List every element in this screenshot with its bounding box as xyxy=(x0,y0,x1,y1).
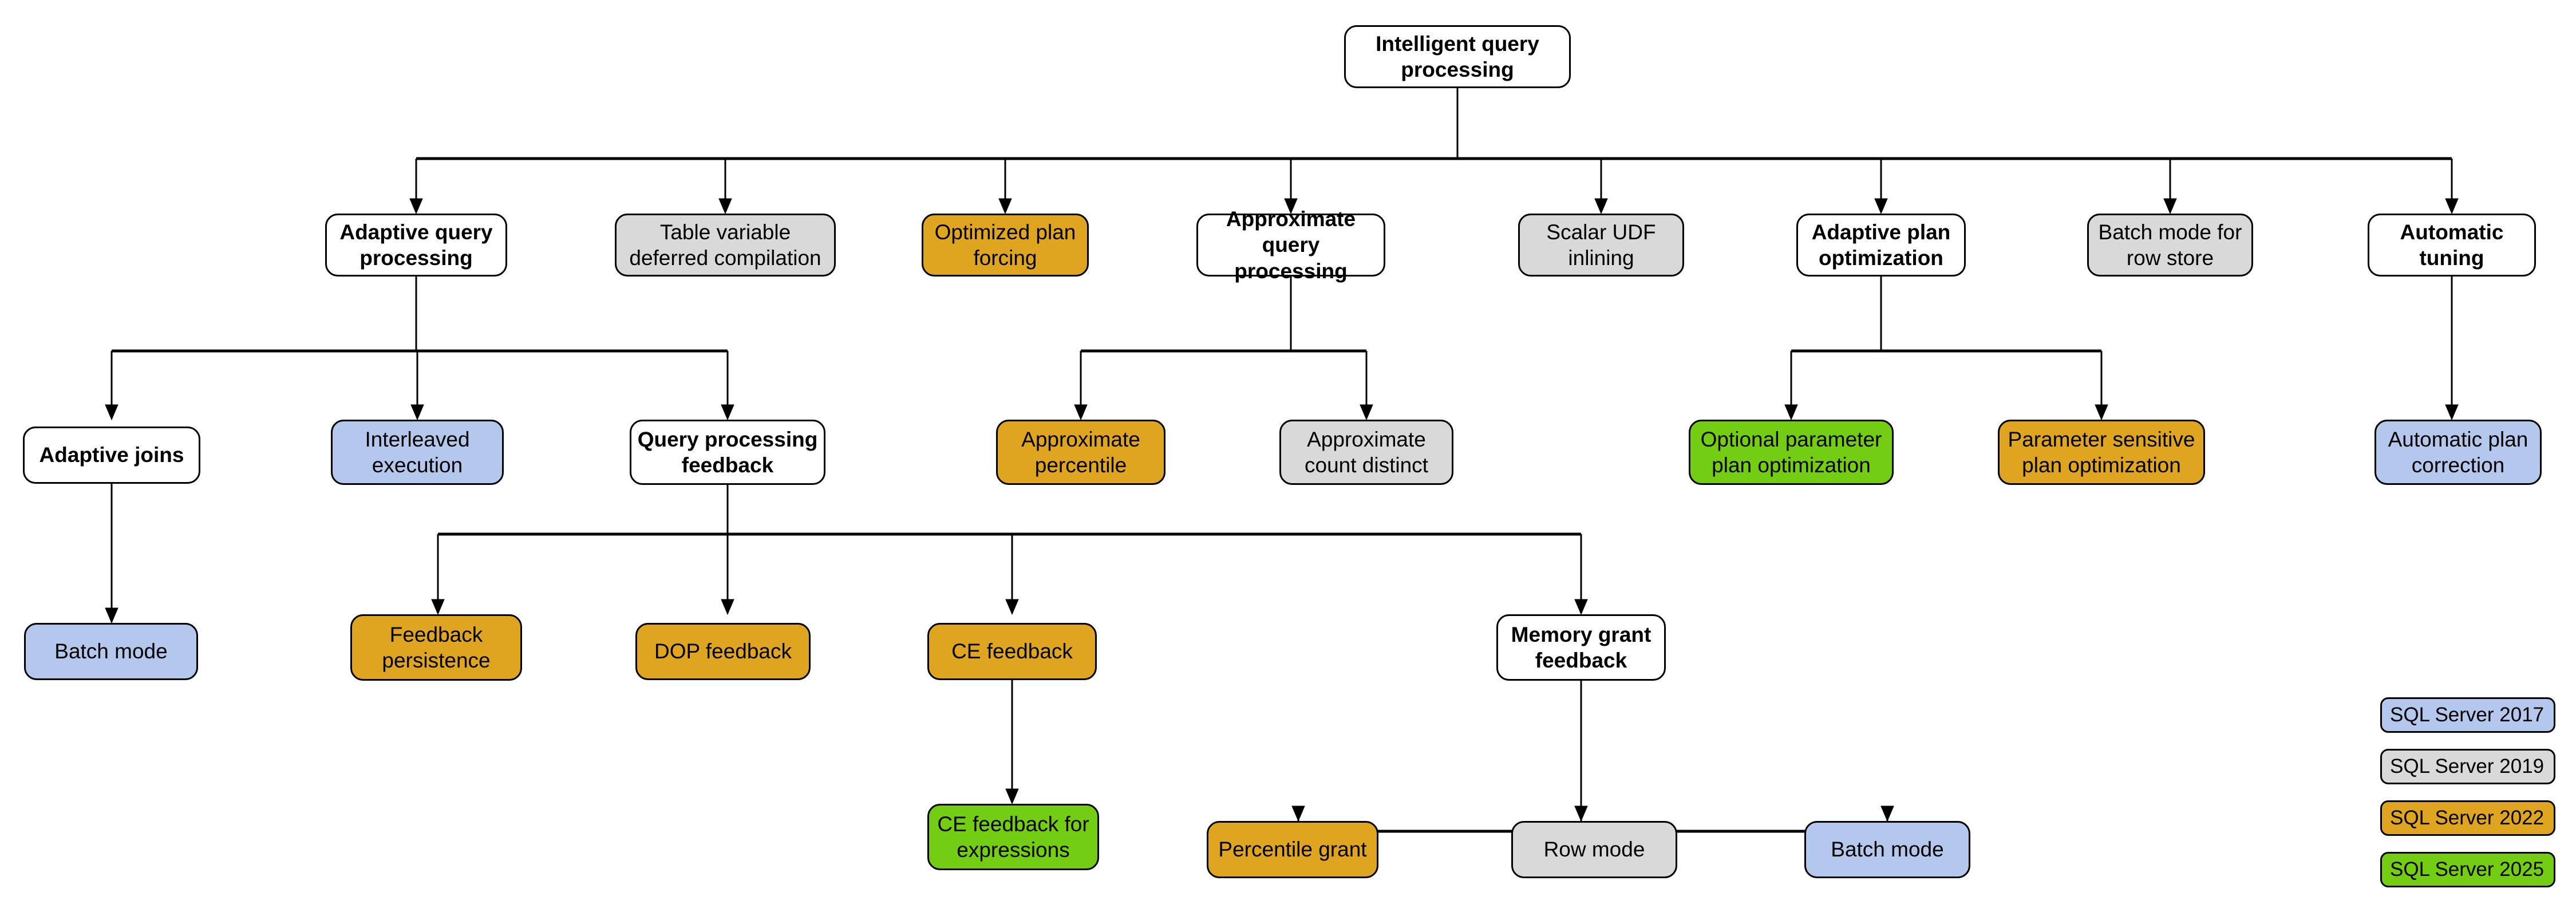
node-label: Table variable deferred compilation xyxy=(629,220,821,270)
edge-arrowhead xyxy=(1574,806,1588,822)
node-feedbackpersist[interactable]: Feedback persistence xyxy=(350,614,522,681)
node-label: Adaptive query processing xyxy=(339,220,493,270)
node-oppo[interactable]: Optional parameter plan optimization xyxy=(1689,420,1894,485)
node-interleaved[interactable]: Interleaved execution xyxy=(331,420,504,485)
node-apo[interactable]: Adaptive plan optimization xyxy=(1796,214,1966,277)
node-label: Row mode xyxy=(1543,838,1645,862)
edge-arrowhead xyxy=(1005,788,1019,805)
edge-arrowhead xyxy=(2445,198,2459,215)
edge-arrowhead xyxy=(431,599,445,615)
node-dopfeedback[interactable]: DOP feedback xyxy=(635,623,811,680)
node-psp[interactable]: Parameter sensitive plan optimization xyxy=(1998,420,2205,485)
edge-arrowhead xyxy=(721,599,734,615)
edge-arrowhead xyxy=(2445,404,2459,421)
edge-arrowhead xyxy=(1291,806,1305,822)
node-batchmode2[interactable]: Batch mode xyxy=(1804,821,1970,878)
node-autotune[interactable]: Automatic tuning xyxy=(2368,214,2536,277)
edge-arrowhead xyxy=(721,404,734,421)
node-opf[interactable]: Optimized plan forcing xyxy=(922,214,1089,277)
legend-item-label: SQL Server 2022 xyxy=(2390,807,2545,829)
node-label: Approximate percentile xyxy=(1021,427,1140,477)
node-pctgrant[interactable]: Percentile grant xyxy=(1207,821,1378,878)
legend-item-sql-server-2025: SQL Server 2025 xyxy=(2380,852,2555,887)
node-label: Feedback persistence xyxy=(382,622,491,672)
node-memgrant[interactable]: Memory grant feedback xyxy=(1496,614,1666,681)
edge-arrowhead xyxy=(998,198,1012,215)
node-label: Interleaved execution xyxy=(365,427,470,477)
node-batchmode1[interactable]: Batch mode xyxy=(24,623,198,680)
legend-item-label: SQL Server 2017 xyxy=(2390,704,2545,726)
node-udf[interactable]: Scalar UDF inlining xyxy=(1518,214,1684,277)
node-approxpct[interactable]: Approximate percentile xyxy=(996,420,1165,485)
legend-item-sql-server-2019: SQL Server 2019 xyxy=(2380,749,2555,784)
edge-arrowhead xyxy=(1880,806,1894,822)
edge-arrowhead xyxy=(410,404,424,421)
legend-item-sql-server-2022: SQL Server 2022 xyxy=(2380,800,2555,836)
node-label: CE feedback xyxy=(951,639,1073,664)
edge-arrowhead xyxy=(105,404,118,421)
node-aqp[interactable]: Adaptive query processing xyxy=(325,214,507,277)
edge-arrowhead xyxy=(1360,404,1373,421)
node-label: Optional parameter plan optimization xyxy=(1700,427,1882,477)
node-label: Query processing feedback xyxy=(637,427,818,477)
edge-arrowhead xyxy=(1874,198,1888,215)
edge-arrowhead xyxy=(105,607,118,624)
node-label: Parameter sensitive plan optimization xyxy=(2008,427,2195,477)
node-label: Optimized plan forcing xyxy=(934,220,1076,270)
node-adaptivejoins[interactable]: Adaptive joins xyxy=(23,427,200,484)
node-label: Batch mode xyxy=(1831,838,1944,862)
node-ceexpr[interactable]: CE feedback for expressions xyxy=(927,804,1099,870)
node-label: Percentile grant xyxy=(1218,838,1367,862)
node-label: Intelligent query processing xyxy=(1376,31,1539,81)
edge-arrowhead xyxy=(1074,404,1088,421)
node-approxcount[interactable]: Approximate count distinct xyxy=(1279,420,1453,485)
node-cefeedback[interactable]: CE feedback xyxy=(927,623,1097,680)
node-tvdc[interactable]: Table variable deferred compilation xyxy=(615,214,836,277)
legend-item-sql-server-2017: SQL Server 2017 xyxy=(2380,697,2555,733)
node-label: Scalar UDF inlining xyxy=(1546,220,1656,270)
node-label: CE feedback for expressions xyxy=(937,812,1089,862)
node-label: Approximate query processing xyxy=(1226,207,1356,283)
node-rowmode[interactable]: Row mode xyxy=(1511,821,1677,878)
edge-arrowhead xyxy=(1784,404,1798,421)
legend-item-label: SQL Server 2019 xyxy=(2390,755,2545,777)
node-bmrs[interactable]: Batch mode for row store xyxy=(2087,214,2253,277)
edge-arrowhead xyxy=(718,198,732,215)
edge-arrowhead xyxy=(409,198,423,215)
node-label: Batch mode for row store xyxy=(2098,220,2242,270)
edge-arrowhead xyxy=(1574,599,1588,615)
node-label: Approximate count distinct xyxy=(1305,427,1428,477)
node-label: Adaptive joins xyxy=(39,443,184,467)
node-approxqp[interactable]: Approximate query processing xyxy=(1196,207,1385,283)
node-label: Automatic plan correction xyxy=(2388,427,2528,477)
edge-arrowhead xyxy=(2163,198,2177,215)
edge-arrowhead xyxy=(1594,198,1608,215)
node-label: Adaptive plan optimization xyxy=(1811,220,1951,270)
node-label: Memory grant feedback xyxy=(1511,622,1652,672)
node-label: DOP feedback xyxy=(654,639,792,664)
node-label: Automatic tuning xyxy=(2400,220,2504,270)
edge-arrowhead xyxy=(1005,599,1019,615)
legend-item-label: SQL Server 2025 xyxy=(2390,858,2545,881)
edge-arrowhead xyxy=(2095,404,2108,421)
node-label: Batch mode xyxy=(54,639,168,664)
node-root[interactable]: Intelligent query processing xyxy=(1344,25,1571,88)
node-apc[interactable]: Automatic plan correction xyxy=(2374,420,2542,485)
node-qpf[interactable]: Query processing feedback xyxy=(630,420,825,485)
